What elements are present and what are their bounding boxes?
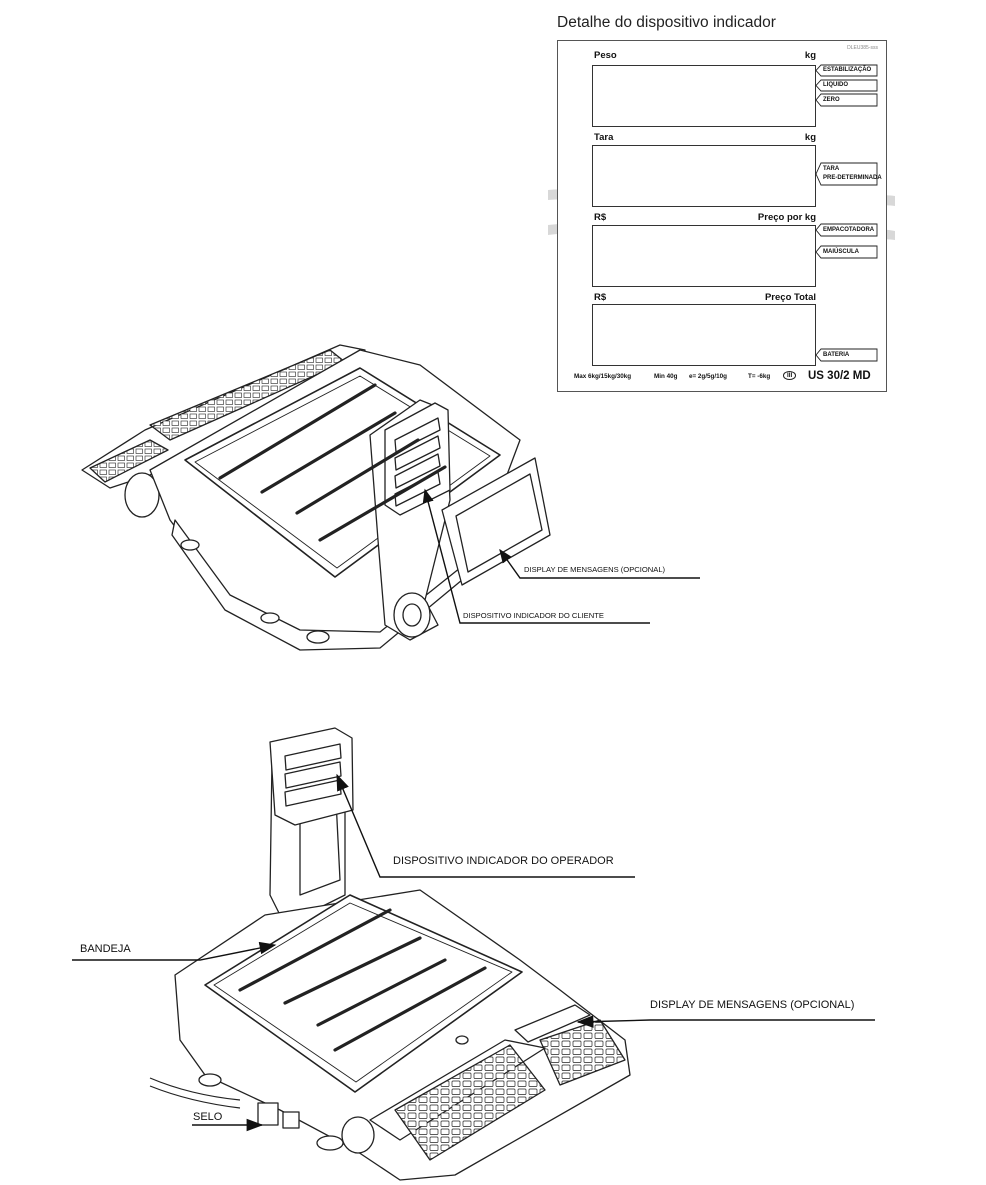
tag-empacotadora: EMPACOTADORA (823, 227, 875, 233)
tag-maiuscula: MAIÚSCULA (823, 249, 859, 255)
preco-total-currency: R$ (594, 292, 607, 303)
spec-e: e= 2g/5g/10g (689, 373, 727, 380)
tag-estabilizacao-shape (815, 64, 878, 77)
level-bubble (455, 1035, 469, 1045)
callout-bandeja: BANDEJA (80, 943, 131, 955)
tag-bateria-shape (815, 348, 878, 362)
tag-liquido: LIQUIDO (823, 82, 848, 88)
knob-left (124, 472, 160, 518)
tag-zero-shape (815, 93, 878, 107)
preco-kg-display (592, 225, 816, 287)
callout-cliente: DISPOSITIVO INDICADOR DO CLIENTE (463, 611, 604, 620)
peso-label: Peso (594, 50, 617, 61)
accuracy-class-badge: III (783, 371, 797, 380)
spec-t: T= -6kg (748, 373, 771, 380)
tag-tara-line2: PRE-DETERMINADA (823, 175, 882, 181)
tag-liquido-shape (815, 79, 878, 92)
seal-block (257, 1102, 279, 1126)
tag-empacotadora-shape (815, 223, 878, 237)
tag-maiuscula-shape (815, 245, 878, 259)
tara-label: Tara (594, 132, 614, 143)
tag-tara-line1: TARA (823, 166, 840, 172)
tag-zero: ZERO (823, 97, 840, 103)
peso-display (592, 65, 816, 127)
preco-total-display (592, 304, 816, 366)
callout-display-bottom: DISPLAY DE MENSAGENS (OPCIONAL) (650, 999, 855, 1011)
model-name: US 30/2 MD (808, 370, 871, 382)
callout-display-top: DISPLAY DE MENSAGENS (OPCIONAL) (524, 565, 666, 574)
model-code: DLEU385-sss (847, 45, 878, 51)
tag-tara-shape (815, 162, 878, 186)
preco-kg-label: Preço por kg (757, 212, 816, 223)
peso-unit: kg (804, 50, 816, 61)
message-display-bottom (514, 1004, 591, 1043)
tag-estabilizacao: ESTABILIZAÇÃO (823, 67, 872, 73)
spec-max: Max 6kg/15kg/30kg (574, 373, 632, 380)
detail-title: Detalhe do dispositivo indicador (557, 14, 776, 31)
callout-selo: SELO (193, 1111, 223, 1123)
preco-kg-currency: R$ (594, 212, 607, 223)
indicator-panel: DLEU385-sss Peso kg Tara kg R$ Preço por… (557, 40, 887, 392)
tara-display (592, 145, 816, 207)
spec-min: Min 40g (654, 373, 678, 380)
callout-operador: DISPOSITIVO INDICADOR DO OPERADOR (393, 855, 614, 867)
preco-total-label: Preço Total (764, 292, 816, 303)
tag-bateria: BATERIA (823, 352, 850, 358)
tara-unit: kg (804, 132, 816, 143)
